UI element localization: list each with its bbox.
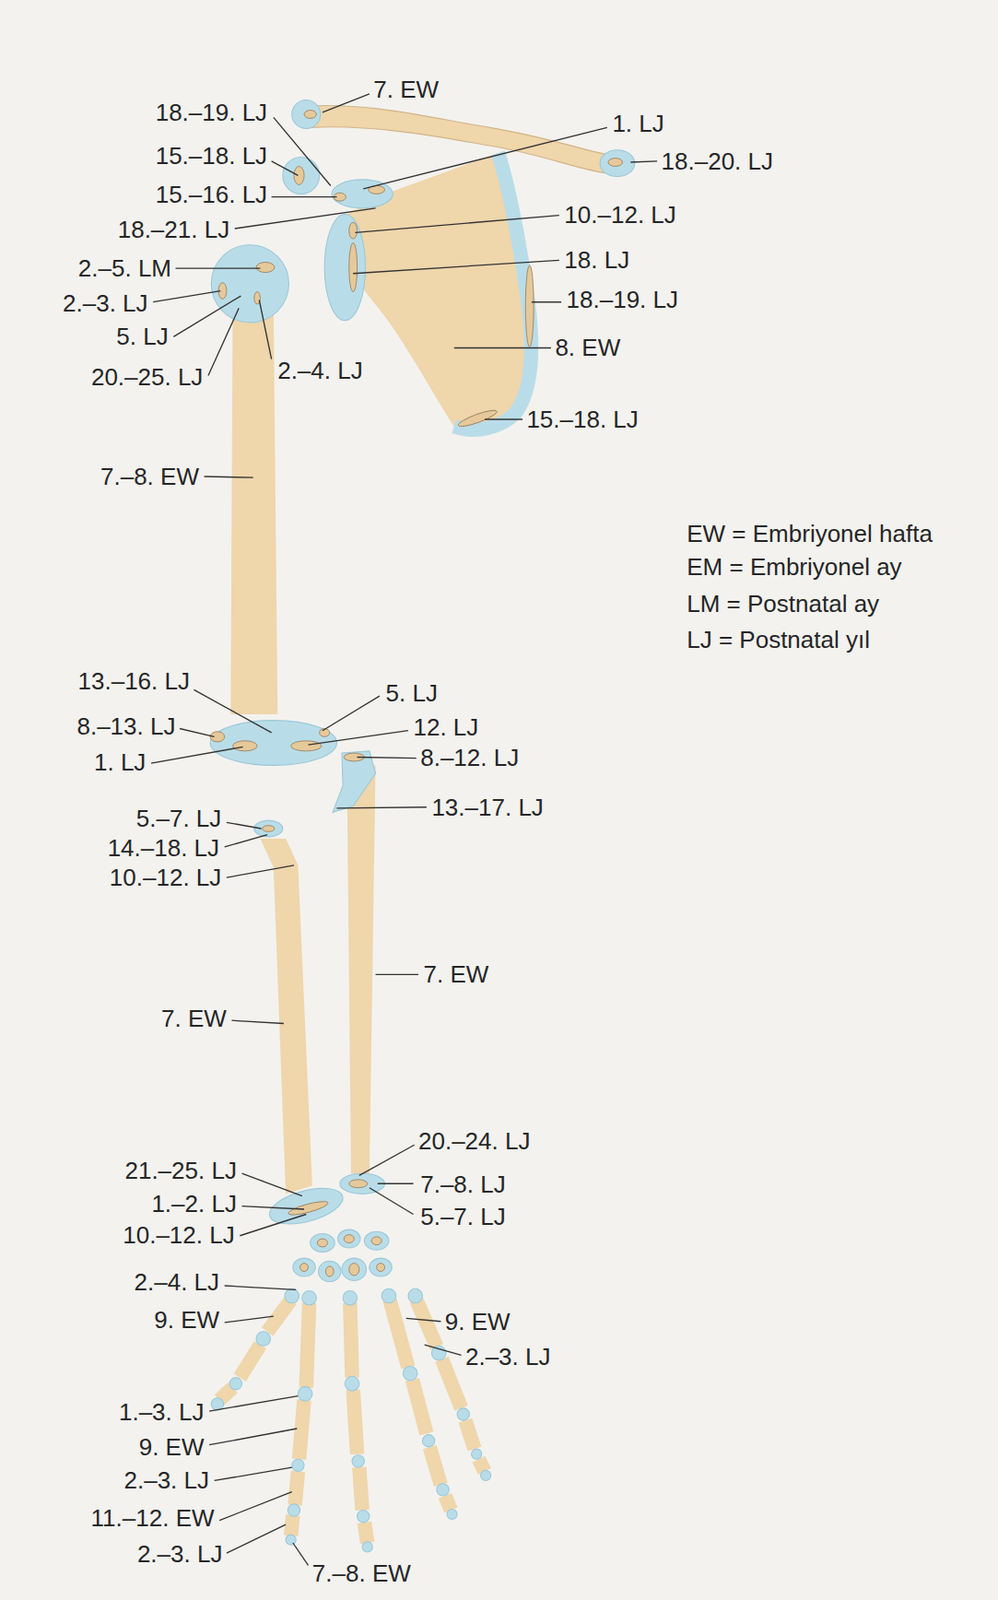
ossification-label: 13.–17. LJ: [431, 794, 543, 822]
ossification-label: 10.–12. LJ: [122, 1221, 235, 1249]
ossification-label: 14.–18. LJ: [107, 834, 220, 862]
ossification-label: 5. LJ: [116, 323, 168, 351]
ossification-label: 10.–12. LJ: [563, 201, 676, 229]
ossification-label: 10.–12. LJ: [109, 864, 222, 892]
ossification-label: 13.–16. LJ: [78, 668, 190, 695]
ossification-label: 1.–3. LJ: [118, 1398, 205, 1426]
ossification-label: 18.–21. LJ: [117, 216, 230, 244]
legend-text: EW = Embriyonel hafta: [686, 520, 933, 548]
ossification-label: 7. EW: [373, 76, 439, 104]
ossification-label: 18. LJ: [563, 246, 630, 274]
ossification-label: 18.–20. LJ: [661, 148, 774, 176]
ossification-label: 2.–3. LJ: [137, 1540, 224, 1568]
ossification-label: 9. EW: [139, 1433, 205, 1461]
ossification-label: 15.–18. LJ: [526, 406, 638, 434]
ossification-label: 2.–4. LJ: [134, 1268, 221, 1296]
ossification-label: 5. LJ: [386, 680, 438, 707]
ossification-label: 2.–5. LM: [78, 255, 172, 282]
ossification-label: 20.–25. LJ: [91, 363, 203, 391]
ossification-label: 5.–7. LJ: [136, 805, 223, 833]
ossification-label: 2.–3. LJ: [465, 1343, 552, 1371]
ossification-label: 8.–13. LJ: [76, 713, 176, 740]
ossification-label: 12. LJ: [412, 714, 479, 741]
ossification-label: 20.–24. LJ: [418, 1127, 530, 1155]
ossification-label: 18.–19. LJ: [566, 286, 679, 314]
ossification-label: 2.–3. LJ: [123, 1467, 210, 1494]
legend-text: LJ = Postnatal yıl: [686, 626, 870, 654]
ossification-label: 8. EW: [554, 334, 621, 362]
ossification-label: 2.–3. LJ: [62, 290, 149, 318]
ossification-label: 5.–7. LJ: [420, 1203, 506, 1231]
ossification-label: 11.–12. EW: [91, 1504, 215, 1532]
legend-text: LM = Postnatal ay: [686, 590, 880, 618]
ossification-label: 15.–16. LJ: [155, 181, 268, 209]
ossification-label: 7.–8. EW: [312, 1560, 411, 1587]
ossification-label: 18.–19. LJ: [155, 99, 268, 127]
ossification-label: 15.–18. LJ: [155, 142, 268, 170]
ossification-label: 8.–12. LJ: [420, 744, 519, 772]
ossification-label: 7. EW: [161, 1005, 227, 1033]
ossification-label: 9. EW: [153, 1306, 220, 1334]
bones: [210, 100, 635, 1552]
ossification-label: 21.–25. LJ: [124, 1157, 236, 1185]
ossification-label: 1. LJ: [93, 749, 146, 776]
ossification-label: 7.–8. EW: [100, 463, 200, 491]
ossification-label: 9. EW: [445, 1308, 511, 1336]
ossification-label: 1.–2. LJ: [151, 1190, 237, 1218]
leader-lines: [151, 93, 658, 1566]
ossification-label: 7.–8. LJ: [420, 1171, 506, 1198]
ossification-label: 2.–4. LJ: [277, 357, 364, 385]
ossification-label: 7. EW: [423, 961, 490, 988]
ossification-label: 1. LJ: [611, 110, 664, 138]
legend-text: EM = Embriyonel ay: [686, 553, 902, 581]
